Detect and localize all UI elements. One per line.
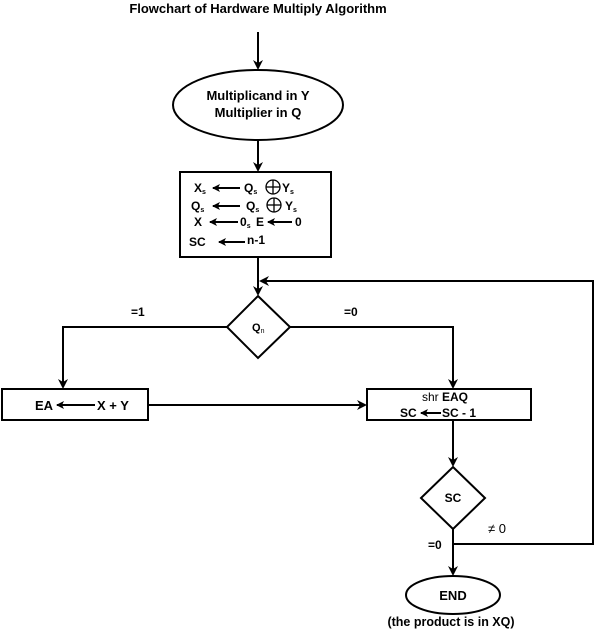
shr-op: shr [422,390,442,404]
var-y: Y [282,181,290,195]
sub-s: s [202,189,206,196]
svg-text:shr EAQ: shr EAQ [422,390,468,404]
var-q: Q [252,322,261,334]
var-ea: EA [35,398,54,413]
var-q: Q [191,199,200,213]
diagram-title: Flowchart of Hardware Multiply Algorithm [129,1,386,16]
xor-icon [266,197,282,213]
branch-label-zero: =0 [344,305,358,319]
var-q: Q [244,181,253,195]
decision-qn-diamond [225,294,292,360]
init-box: Xs Qs Ys Qs Qs Ys X 0s [179,171,332,258]
svg-text:Qs: Qs [246,199,259,214]
decision-qn: Qn [225,294,292,360]
init-row-1: Xs Qs Ys [194,179,294,196]
end-terminal: END [405,575,501,615]
svg-text:0s: 0s [240,215,251,230]
add-box: EA X + Y [1,388,149,421]
x-plus-y: X + Y [97,398,129,413]
shift-rect [366,388,532,421]
loop-back-arrow [259,276,594,545]
var-sc: SC [189,235,206,249]
svg-text:Qn: Qn [252,322,265,335]
init-rect [179,171,332,258]
svg-text:Xs: Xs [194,181,206,196]
start-line-2: Multiplier in Q [215,105,302,120]
var-q: Q [246,199,255,213]
arrow-qn-to-add [58,326,227,389]
xor-icon [265,179,281,195]
var-x: X [194,181,202,195]
sub-s: s [255,207,259,214]
var-eaq: EAQ [442,390,468,404]
sub-n: n [261,328,265,335]
branch-label-zero-sc: =0 [428,538,442,552]
svg-text:Ys: Ys [282,181,294,196]
var-e: E [256,215,264,229]
end-ellipse [405,575,501,615]
start-terminal: Multiplicand in Y Multiplier in Q [172,69,344,141]
zero-value: 0 [240,215,247,229]
sub-s: s [247,223,251,230]
sub-s: s [290,189,294,196]
sub-s: s [293,207,297,214]
sub-s: s [253,189,257,196]
shift-box: shr EAQ SC SC - 1 [366,388,532,421]
decision-sc: SC [419,465,487,531]
n-minus-1: n-1 [247,233,265,247]
start-line-1: Multiplicand in Y [206,88,309,103]
end-label: END [439,588,466,603]
svg-text:Qs: Qs [191,199,204,214]
svg-text:Qs: Qs [244,181,257,196]
var-sc: SC [445,491,462,505]
zero-value: 0 [295,215,302,229]
init-row-2: Qs Qs Ys [191,197,297,214]
var-x: X [194,215,202,229]
var-y: Y [285,199,293,213]
init-row-4: SC n-1 [189,233,265,249]
init-row-3: X 0s E 0 [194,215,302,230]
branch-label-nonzero: ≠ 0 [488,521,506,536]
arrow-qn-to-shift [290,326,458,389]
var-sc: SC [400,406,417,420]
branch-label-one: =1 [131,305,145,319]
sc-minus-1: SC - 1 [442,406,476,420]
sub-s: s [200,207,204,214]
end-note: (the product is in XQ) [387,615,514,629]
svg-text:Ys: Ys [285,199,297,214]
